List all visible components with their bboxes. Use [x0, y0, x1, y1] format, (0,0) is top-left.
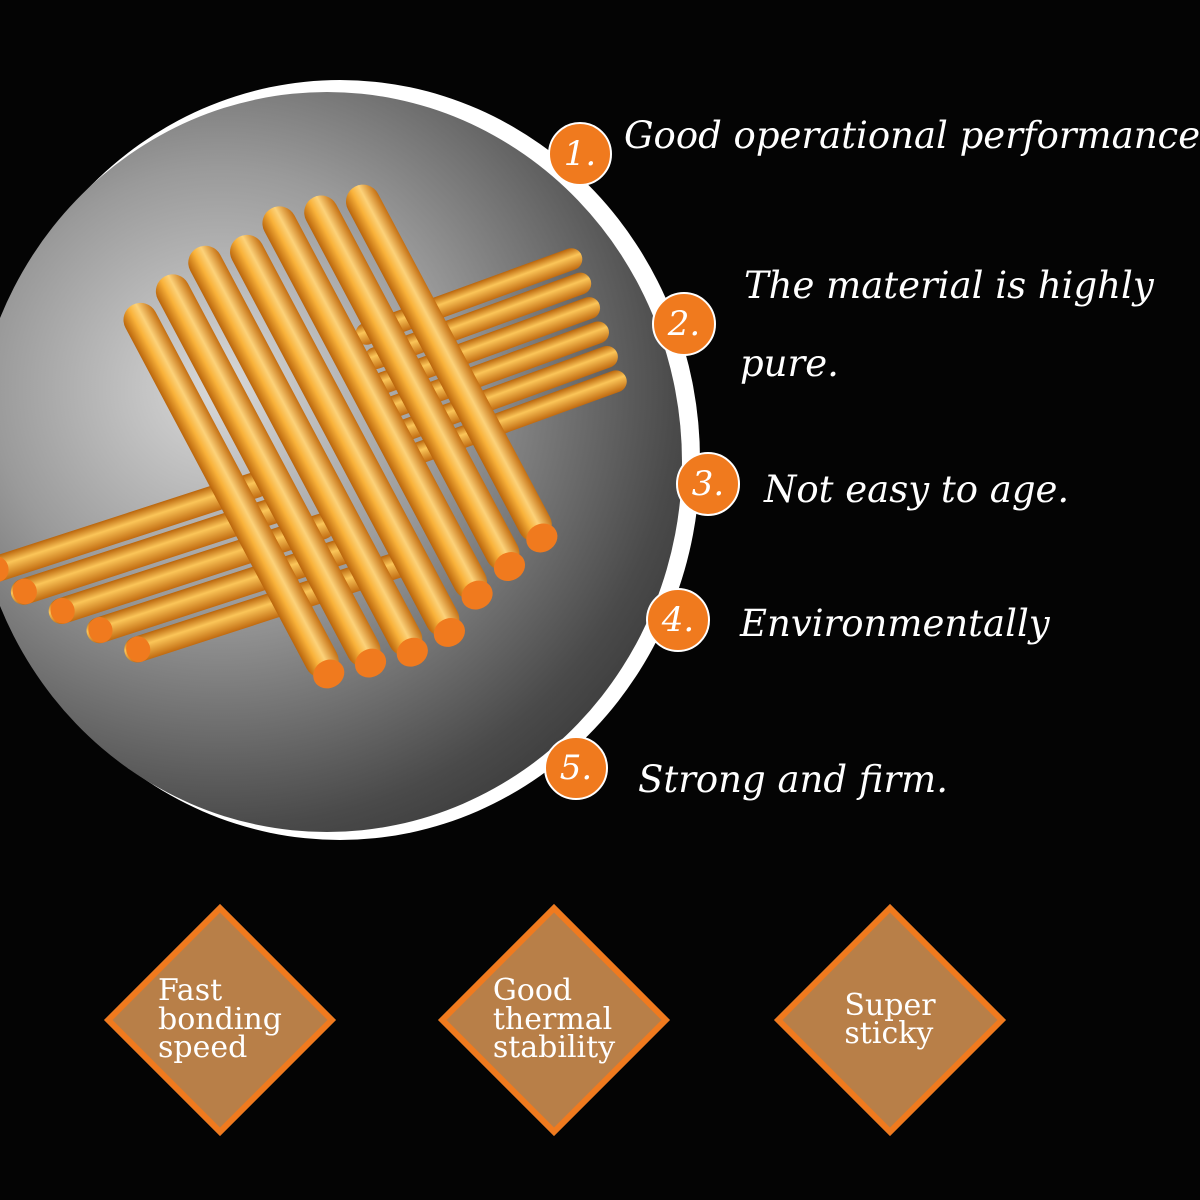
feature-1-number-badge: 1. [548, 122, 612, 186]
feature-5-number-badge: 5. [544, 736, 608, 800]
glue-sticks-illustration [0, 184, 627, 689]
feature-4-number-badge: 4. [646, 588, 710, 652]
feature-4-text: Environmentally [740, 602, 1050, 645]
diamond-label: Fast bonding speed [158, 973, 282, 1066]
diamond-label: Super sticky [844, 987, 936, 1051]
diamond-thermal-stability: Good thermal stability [434, 900, 674, 1140]
diamond-label: Good thermal stability [492, 973, 616, 1066]
product-photo [0, 92, 682, 832]
feature-3-text: Not easy to age. [764, 468, 1070, 511]
feature-3-number-badge: 3. [676, 452, 740, 516]
diamond-fast-bonding: Fast bonding speed [100, 900, 340, 1140]
feature-1-text: Good operational performance. [624, 114, 1200, 157]
feature-5-text: Strong and firm. [638, 758, 949, 801]
feature-2-text-line1: The material is highly [744, 264, 1154, 307]
feature-2-text-line2: pure. [740, 342, 839, 385]
diamond-super-sticky: Super sticky [770, 900, 1010, 1140]
feature-2-number-badge: 2. [652, 292, 716, 356]
